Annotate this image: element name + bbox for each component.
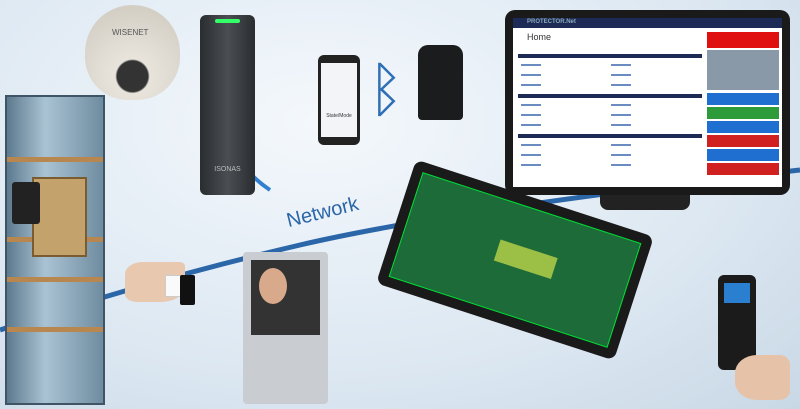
reader-brand: ISONAS	[214, 166, 241, 173]
monitor-stand	[600, 195, 690, 210]
app-title: PROTECTOR.Net	[513, 18, 782, 28]
monitor: PROTECTOR.Net Home	[505, 10, 790, 195]
video-intercom	[243, 252, 328, 404]
bluetooth-reader	[418, 45, 463, 120]
status-led	[215, 19, 240, 23]
camera-feed	[707, 50, 779, 90]
bluetooth-icon: ᛒ	[368, 56, 404, 123]
camera-brand: WISENET	[112, 28, 149, 37]
page-title: Home	[527, 32, 552, 42]
phone-screen-text: State/Mode	[321, 63, 357, 137]
fingerprint-reader	[718, 275, 756, 370]
elevator	[5, 95, 105, 405]
keypad-reader	[12, 182, 40, 224]
mullion-reader	[180, 275, 195, 305]
finger	[735, 355, 790, 400]
smartphone: State/Mode	[318, 55, 360, 145]
alert-panel	[707, 32, 779, 48]
dome-camera	[85, 5, 180, 100]
card-reader: ISONAS	[200, 15, 255, 195]
protector-app-screen: PROTECTOR.Net Home	[513, 18, 782, 187]
